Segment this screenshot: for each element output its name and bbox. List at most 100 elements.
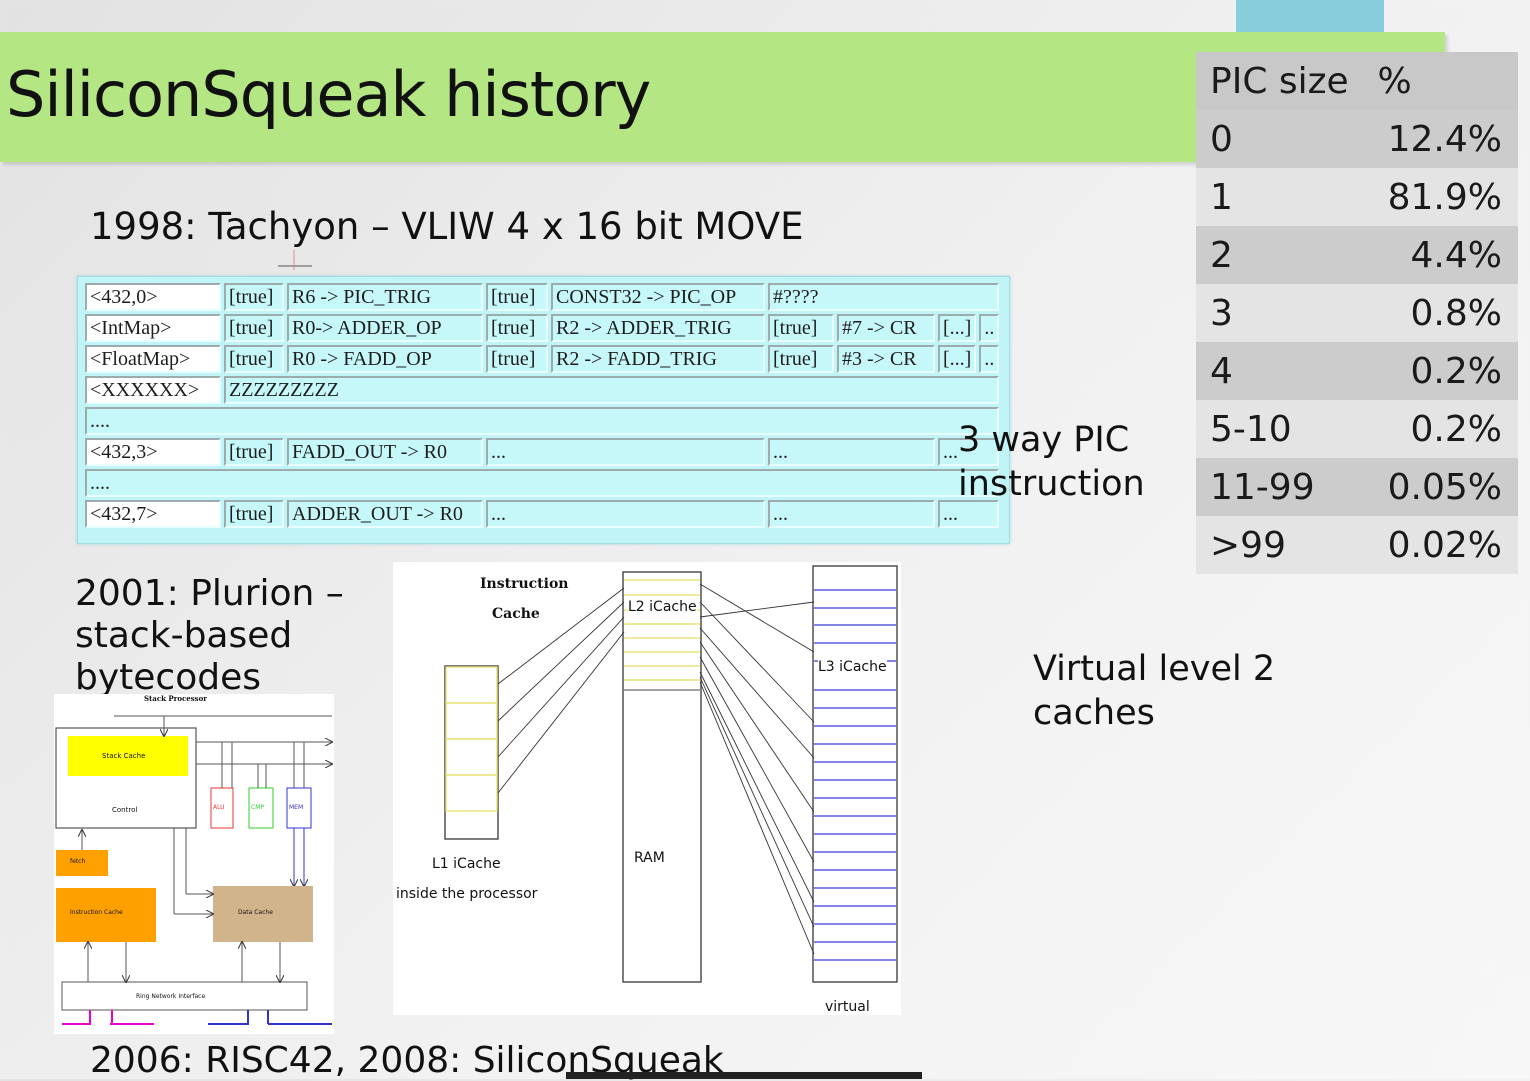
diagram-title: Stack Processor: [144, 694, 207, 703]
heading-line: bytecodes: [75, 657, 261, 698]
top-tab-decoration: [1236, 0, 1384, 34]
heading-line: stack-based: [75, 615, 293, 656]
pic-size: >99: [1196, 516, 1362, 574]
virtual-label: virtual: [825, 999, 870, 1015]
pic-percent: 0.8%: [1361, 284, 1518, 342]
pic-header-percent: %: [1361, 52, 1518, 110]
cache-hierarchy-diagram: Instruction Cache L2 iCache L3 iCache RA…: [393, 562, 901, 1015]
pic-percent: 0.05%: [1361, 458, 1518, 516]
code-label: <432,0>: [85, 283, 221, 311]
pic-size: 11-99: [1196, 458, 1362, 516]
code-label: <FloatMap>: [85, 345, 221, 373]
code-row: <432,3> [true] FADD_OUT -> R0 ... ... ..…: [85, 438, 1000, 466]
code-row: <FloatMap> [true] R0 -> FADD_OP [true] R…: [85, 345, 1000, 373]
code-wide: ZZZZZZZZZ: [224, 376, 1000, 404]
l1-icache-label: L1 iCache: [432, 856, 501, 872]
virtual-caches-note: Virtual level 2 caches: [1033, 647, 1275, 735]
code-guard: [true]: [486, 345, 548, 373]
slide-title: SiliconSqueak history: [6, 58, 651, 131]
code-move: R0 -> FADD_OP: [287, 345, 483, 373]
pic-table-row: 11-99 0.05%: [1196, 458, 1518, 516]
video-scrubber-bar[interactable]: [566, 1072, 922, 1079]
code-row: <432,0> [true] R6 -> PIC_TRIG [true] CON…: [85, 283, 1000, 311]
code-guard: [true]: [486, 283, 548, 311]
code-label: <432,3>: [85, 438, 221, 466]
code-guard: [true]: [768, 314, 834, 342]
pic-table-row: 2 4.4%: [1196, 226, 1518, 284]
code-ellipsis: ..: [979, 345, 1000, 373]
pic-table-row: 1 81.9%: [1196, 168, 1518, 226]
pic-table-row: 3 0.8%: [1196, 284, 1518, 342]
stack-processor-graphic: [55, 715, 334, 1025]
code-guard: [true]: [224, 345, 284, 373]
code-move: CONST32 -> PIC_OP: [551, 283, 765, 311]
alu-label: ALU: [213, 804, 225, 811]
code-move: #3 -> CR: [837, 345, 935, 373]
stack-cache-label: Stack Cache: [102, 752, 146, 760]
pic-instruction-note: 3 way PIC instruction: [958, 418, 1145, 506]
code-move: ...: [486, 438, 765, 466]
code-label: <XXXXXX>: [85, 376, 221, 404]
code-move: ...: [768, 438, 935, 466]
pic-percent: 81.9%: [1361, 168, 1518, 226]
cursor-crosshair-icon: [278, 250, 312, 270]
l2-icache-label: L2 iCache: [628, 599, 697, 615]
pic-table-row: 5-10 0.2%: [1196, 400, 1518, 458]
pic-table-header: PIC size %: [1196, 52, 1518, 110]
code-move: FADD_OUT -> R0: [287, 438, 483, 466]
code-row: <432,7> [true] ADDER_OUT -> R0 ... ... .…: [85, 500, 1000, 528]
code-move: ...: [486, 500, 765, 528]
heading-1998: 1998: Tachyon – VLIW 4 x 16 bit MOVE: [90, 205, 804, 248]
code-label: <IntMap>: [85, 314, 221, 342]
control-label: Control: [112, 806, 138, 814]
instruction-cache-title: Instruction: [480, 576, 569, 592]
cmp-label: CMP: [251, 804, 264, 811]
pic-percent: 4.4%: [1361, 226, 1518, 284]
pic-size: 4: [1196, 342, 1362, 400]
code-move: R2 -> FADD_TRIG: [551, 345, 765, 373]
code-move: R6 -> PIC_TRIG: [287, 283, 483, 311]
stack-processor-diagram: Stack Processor Stack Cache Control ALU …: [54, 694, 334, 1034]
code-row: <XXXXXX> ZZZZZZZZZ: [85, 376, 1000, 404]
pic-percent: 0.02%: [1361, 516, 1518, 574]
code-guard: [true]: [224, 314, 284, 342]
code-label: <432,7>: [85, 500, 221, 528]
code-guard: [true]: [486, 314, 548, 342]
note-line: caches: [1033, 693, 1155, 733]
note-line: 3 way PIC: [958, 420, 1130, 460]
code-move: #7 -> CR: [837, 314, 935, 342]
pic-table-row: >99 0.02%: [1196, 516, 1518, 574]
code-row: ....: [85, 407, 1000, 435]
code-ellipsis: [...]: [938, 345, 977, 373]
pic-size-table: PIC size % 0 12.4% 1 81.9% 2 4.4% 3 0.8%…: [1196, 52, 1518, 574]
code-guard: [true]: [224, 283, 284, 311]
heading-2001: 2001: Plurion – stack-based bytecodes: [75, 573, 344, 699]
code-ellipsis: [...]: [938, 314, 977, 342]
pic-size: 1: [1196, 168, 1362, 226]
pic-percent: 0.2%: [1361, 400, 1518, 458]
note-line: instruction: [958, 464, 1145, 504]
code-row: ....: [85, 469, 1000, 497]
pic-table-row: 0 12.4%: [1196, 110, 1518, 168]
code-move: ...: [768, 500, 935, 528]
code-move: ADDER_OUT -> R0: [287, 500, 483, 528]
code-move: ...: [938, 500, 1000, 528]
heading-line: 2001: Plurion –: [75, 573, 344, 614]
code-move: ...: [938, 438, 1000, 466]
instruction-cache-label: Instruction Cache: [70, 909, 123, 916]
code-move: #????: [768, 283, 1000, 311]
code-guard: [true]: [224, 500, 284, 528]
mem-label: MEM: [289, 804, 304, 811]
pic-header-size: PIC size: [1196, 52, 1362, 110]
code-move: R0-> ADDER_OP: [287, 314, 483, 342]
data-cache-label: Data Cache: [238, 909, 273, 916]
l3-icache-label: L3 iCache: [818, 659, 887, 675]
code-move: R2 -> ADDER_TRIG: [551, 314, 765, 342]
cache-hierarchy-graphic: [444, 565, 898, 983]
fetch-label: fetch: [70, 858, 86, 865]
code-guard: [true]: [768, 345, 834, 373]
ram-label: RAM: [634, 850, 665, 866]
instruction-cache-title-2: Cache: [492, 606, 540, 622]
code-guard: [true]: [224, 438, 284, 466]
vliw-code-panel: <432,0> [true] R6 -> PIC_TRIG [true] CON…: [77, 276, 1010, 544]
